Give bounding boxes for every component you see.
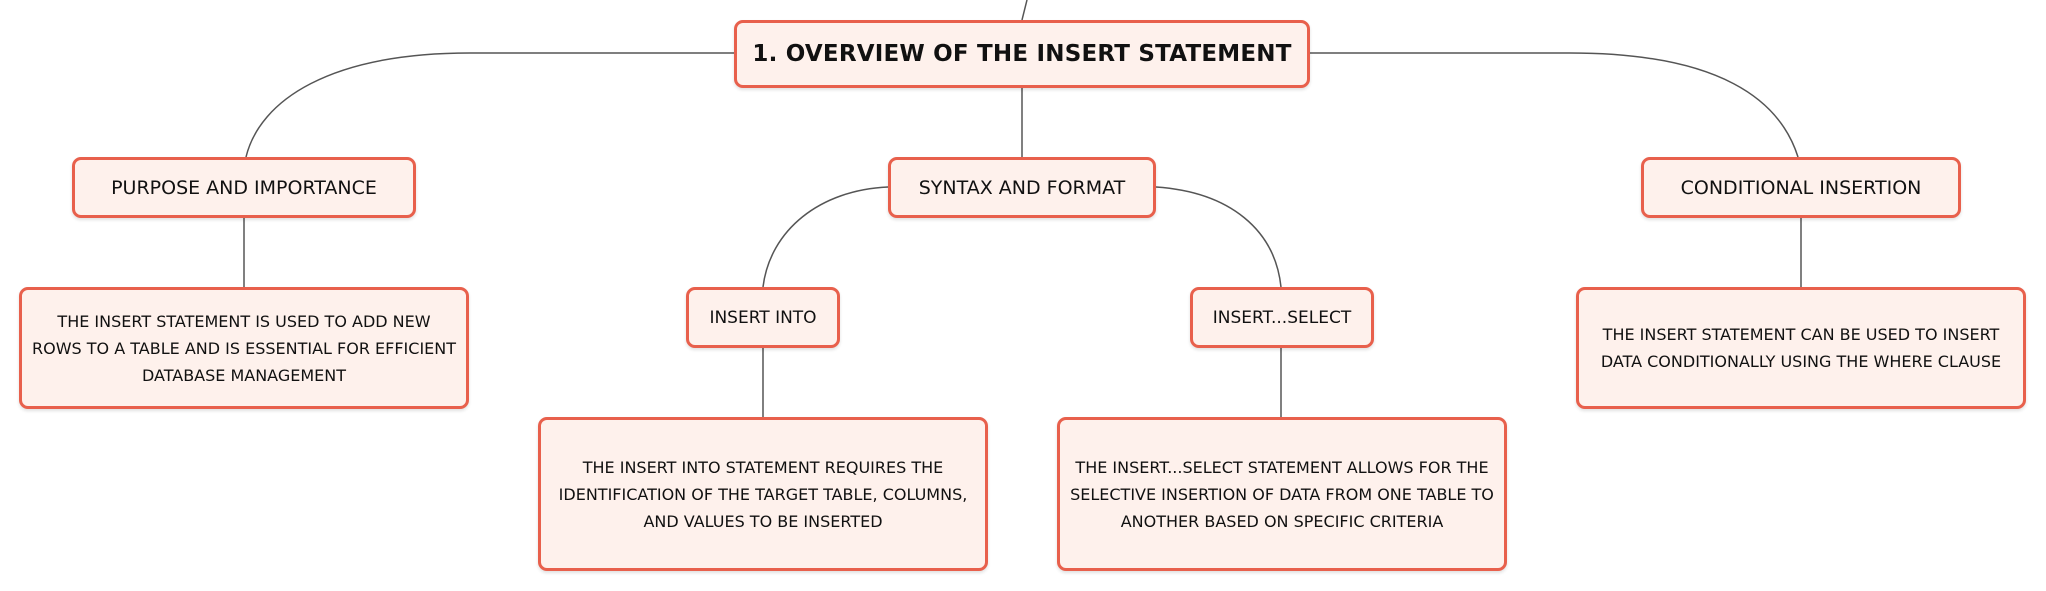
insert-select-detail-node[interactable]: THE INSERT...SELECT STATEMENT ALLOWS FOR…	[1057, 417, 1507, 571]
conditional-node[interactable]: CONDITIONAL INSERTION	[1641, 157, 1961, 218]
conditional-detail-text: THE INSERT STATEMENT CAN BE USED TO INSE…	[1600, 325, 2002, 371]
insert-into-detail-text: THE INSERT INTO STATEMENT REQUIRES THE I…	[558, 457, 968, 531]
root-topic-node[interactable]: 1. OVERVIEW OF THE INSERT STATEMENT	[734, 20, 1310, 88]
insert-into-node[interactable]: INSERT INTO	[686, 287, 840, 348]
conditional-detail-node[interactable]: THE INSERT STATEMENT CAN BE USED TO INSE…	[1576, 287, 2026, 409]
insert-select-label: INSERT...SELECT	[1212, 307, 1352, 328]
purpose-detail-node[interactable]: THE INSERT STATEMENT IS USED TO ADD NEW …	[19, 287, 469, 409]
insert-select-node[interactable]: INSERT...SELECT	[1190, 287, 1374, 348]
syntax-node[interactable]: SYNTAX AND FORMAT	[888, 157, 1156, 218]
connector-syntax-to-insert-into	[762, 186, 889, 288]
connector-parent-to-root	[1021, 0, 1028, 21]
connector-root-to-conditional	[1310, 52, 1799, 158]
root-topic-label: 1. OVERVIEW OF THE INSERT STATEMENT	[752, 41, 1292, 67]
insert-select-detail-text: THE INSERT...SELECT STATEMENT ALLOWS FOR…	[1070, 457, 1494, 531]
insert-into-label: INSERT INTO	[709, 307, 817, 328]
syntax-label: SYNTAX AND FORMAT	[918, 176, 1126, 199]
connector-root-to-purpose	[245, 52, 734, 158]
purpose-label: PURPOSE AND IMPORTANCE	[111, 176, 377, 199]
purpose-node[interactable]: PURPOSE AND IMPORTANCE	[72, 157, 416, 218]
insert-into-detail-node[interactable]: THE INSERT INTO STATEMENT REQUIRES THE I…	[538, 417, 988, 571]
conditional-label: CONDITIONAL INSERTION	[1680, 176, 1922, 199]
connector-syntax-to-insert-select	[1155, 186, 1282, 288]
purpose-detail-text: THE INSERT STATEMENT IS USED TO ADD NEW …	[32, 311, 457, 385]
